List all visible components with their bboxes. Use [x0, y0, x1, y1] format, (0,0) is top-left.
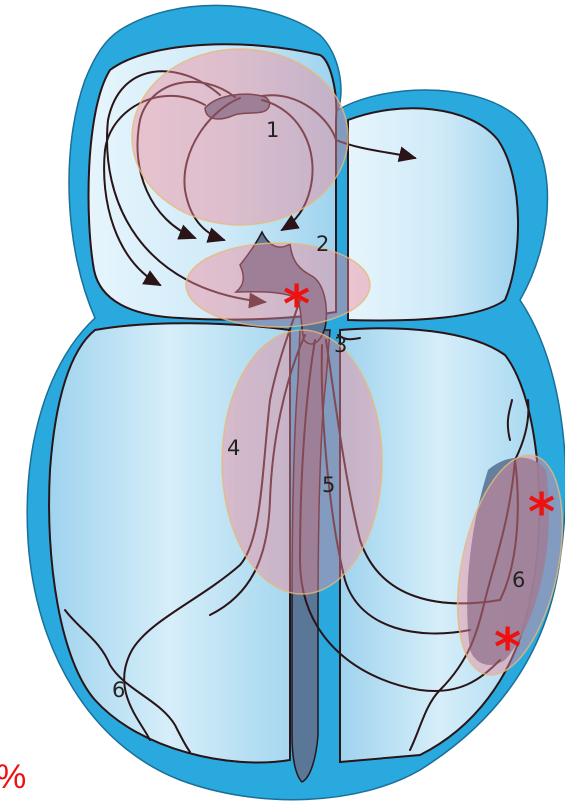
label-4: 4 [227, 436, 240, 460]
highlight-bundle-branches [222, 330, 382, 594]
asterisk-marker-upper: * [528, 483, 555, 543]
label-1: 1 [266, 118, 279, 142]
asterisk-marker-av-node: * [283, 275, 310, 335]
label-2: 2 [316, 232, 329, 256]
highlight-sa-node [132, 49, 348, 225]
corner-percent-text: % [0, 758, 26, 796]
left-atrium [348, 108, 518, 320]
label-6-right-ventricle: 6 [112, 678, 125, 702]
asterisk-marker-lower: * [494, 618, 521, 678]
label-6-left-ventricle: 6 [512, 568, 525, 592]
label-3: 3 [334, 333, 347, 357]
label-5: 5 [322, 473, 335, 497]
highlight-av-node [186, 243, 370, 327]
